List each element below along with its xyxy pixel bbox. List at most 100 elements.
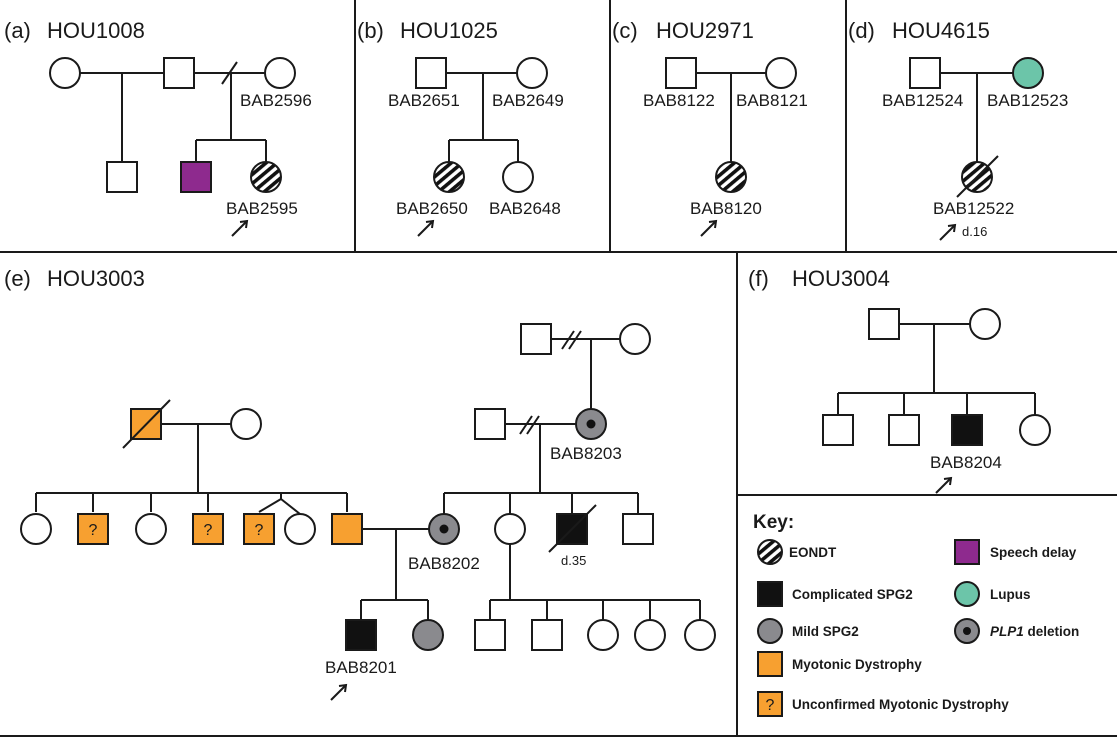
grandfather-male — [474, 408, 506, 440]
uncle-unconfirmed-myotonic — [77, 513, 109, 545]
legend-unconfirmed-label: Unconfirmed Myotonic Dystrophy — [792, 697, 1009, 712]
legend-plp1-rest: deletion — [1024, 624, 1080, 639]
cousin-female — [587, 619, 619, 651]
legend-plp1-label: PLP1 deletion — [990, 624, 1079, 639]
pedigree-lines-f — [837, 323, 1036, 494]
legend-unconfirmed-symbol — [757, 691, 783, 717]
legend-eondt-label: EONDT — [789, 545, 837, 560]
panel-c-family-id: HOU2971 — [656, 18, 754, 43]
panel-d-letter: (d) — [848, 18, 875, 43]
brother-male — [822, 414, 854, 446]
maternal-aunt-female — [494, 513, 526, 545]
father-male — [868, 308, 900, 340]
label-bab2595: BAB2595 — [226, 199, 298, 218]
legend-lupus-label: Lupus — [990, 587, 1031, 602]
legend-plp1-gene: PLP1 — [990, 624, 1024, 639]
panel-a-letter: (a) — [4, 18, 31, 43]
father-male — [163, 57, 195, 89]
panel-c: (c) HOU2971 BAB8122 BAB8121 BAB8120 — [612, 18, 808, 237]
label-bab12523: BAB12523 — [987, 91, 1068, 110]
death-age-note: d.35 — [561, 553, 586, 568]
father-male — [909, 57, 941, 89]
panel-a: (a) HOU1008 BAB2596 BAB2595 — [4, 18, 312, 237]
label-bab8122: BAB8122 — [643, 91, 715, 110]
death-age-note: d.16 — [962, 224, 987, 239]
great-grandfather-male — [520, 323, 552, 355]
cousin-female — [634, 619, 666, 651]
question-mark: ? — [255, 522, 264, 539]
great-grandmother-female — [619, 323, 651, 355]
mother-lupus-female — [1012, 57, 1044, 89]
legend-mild-spg2-label: Mild SPG2 — [792, 624, 859, 639]
mother-female — [264, 57, 296, 89]
founder-female — [49, 57, 81, 89]
pedigree-lines-d — [939, 72, 1013, 241]
father-male — [665, 57, 697, 89]
panel-c-letter: (c) — [612, 18, 638, 43]
proband-eondt-female — [250, 161, 282, 193]
legend-lupus-symbol — [954, 581, 980, 607]
label-bab2649: BAB2649 — [492, 91, 564, 110]
legend-myotonic-label: Myotonic Dystrophy — [792, 657, 922, 672]
label-bab2651: BAB2651 — [388, 91, 460, 110]
proband-eondt-female — [715, 161, 747, 193]
label-bab12522: BAB12522 — [933, 199, 1014, 218]
label-bab2648: BAB2648 — [489, 199, 561, 218]
label-bab8203: BAB8203 — [550, 444, 622, 463]
panel-f: (f) HOU3004 BAB8204 — [748, 266, 1051, 494]
pedigree-lines-e — [35, 330, 701, 701]
mother-female — [516, 57, 548, 89]
pedigree-lines-c — [696, 72, 766, 237]
father-male — [415, 57, 447, 89]
panel-b-letter: (b) — [357, 18, 384, 43]
legend-question-mark: ? — [766, 697, 775, 714]
sibling-female — [502, 161, 534, 193]
uncle-unconfirmed-myotonic — [192, 513, 224, 545]
brother-male — [888, 414, 920, 446]
deceased-slash — [122, 399, 171, 449]
panel-e-letter: (e) — [4, 266, 31, 291]
plp1-dot — [586, 419, 596, 429]
mother-female — [969, 308, 1001, 340]
panel-d: (d) HOU4615 BAB12524 BAB12523 BAB12522 d… — [848, 18, 1068, 241]
label-bab12524: BAB12524 — [882, 91, 963, 110]
pedigree-lines-b — [417, 72, 519, 237]
panel-f-letter: (f) — [748, 266, 769, 291]
half-sibling-male — [106, 161, 138, 193]
aunt-female — [135, 513, 167, 545]
label-bab8204: BAB8204 — [930, 453, 1002, 472]
twin-uncle-unconfirmed-myotonic — [243, 513, 275, 545]
mother-female — [765, 57, 797, 89]
legend-myotonic-symbol — [757, 651, 783, 677]
legend-title: Key: — [753, 512, 794, 533]
deceased-slash — [956, 155, 999, 198]
proband-complicated-spg2 — [951, 414, 983, 446]
question-mark: ? — [89, 522, 98, 539]
panel-a-family-id: HOU1008 — [47, 18, 145, 43]
plp1-dot — [439, 524, 449, 534]
label-bab8201: BAB8201 — [325, 658, 397, 677]
twin-aunt-female — [284, 513, 316, 545]
label-bab8202: BAB8202 — [408, 554, 480, 573]
sibling-speech-delay-male — [180, 161, 212, 193]
legend-mild-spg2-symbol — [757, 618, 783, 644]
cousin-female — [684, 619, 716, 651]
legend-speech-delay-symbol — [954, 539, 980, 565]
deceased-slash — [548, 504, 597, 553]
question-mark: ? — [204, 522, 213, 539]
panel-b: (b) HOU1025 BAB2651 BAB2649 BAB2650 BAB2… — [357, 18, 564, 237]
legend-eondt-symbol — [757, 539, 783, 565]
cousin-male — [474, 619, 506, 651]
aunt-female — [20, 513, 52, 545]
panel-b-family-id: HOU1025 — [400, 18, 498, 43]
label-bab8120: BAB8120 — [690, 199, 762, 218]
label-bab8121: BAB8121 — [736, 91, 808, 110]
proband-complicated-spg2 — [345, 619, 377, 651]
sister-mild-spg2 — [412, 619, 444, 651]
maternal-uncle-male — [622, 513, 654, 545]
cousin-male — [531, 619, 563, 651]
legend: Key: EONDT Speech delay Complicated SPG2… — [753, 512, 1079, 717]
legend-plp1-dot — [963, 627, 971, 635]
